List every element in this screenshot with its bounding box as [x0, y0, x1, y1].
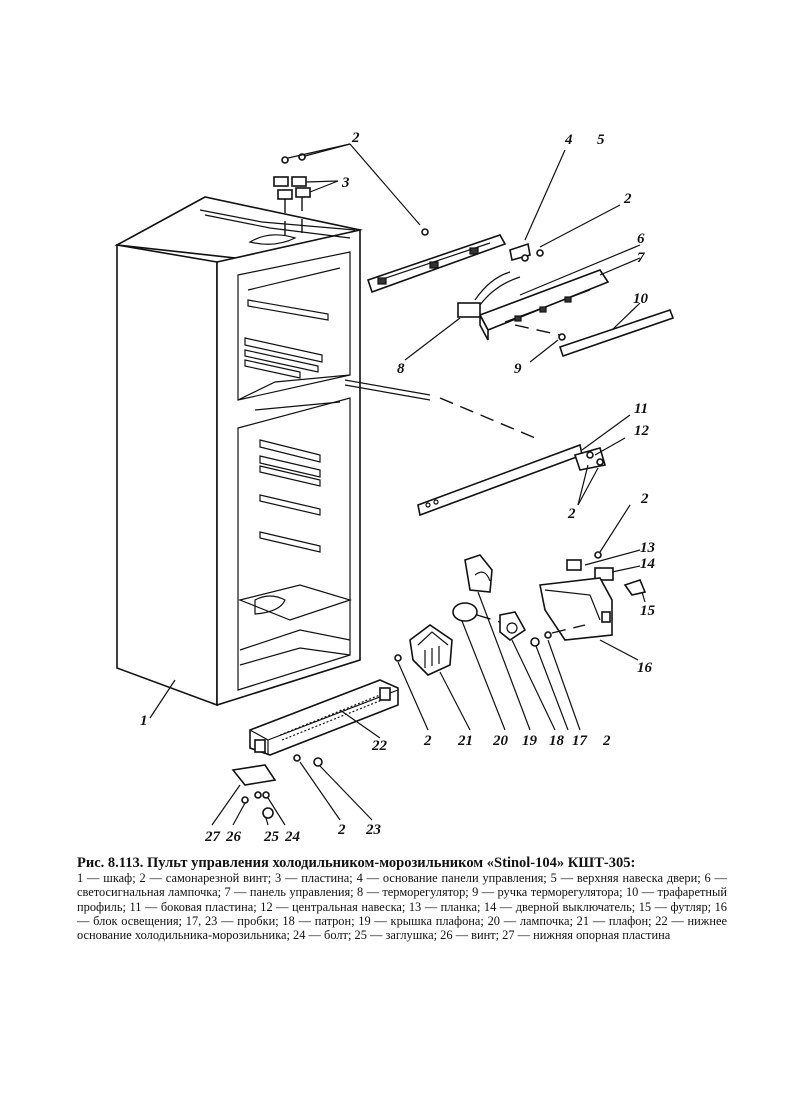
- label-2: 2: [623, 191, 632, 207]
- bottom-base-parts: [211, 679, 399, 826]
- label-2: 2: [351, 130, 360, 146]
- lighting-unit-parts: [394, 504, 647, 731]
- label-14: 14: [640, 556, 656, 572]
- caption-title: Рис. 8.113. Пульт управления холодильник…: [77, 855, 636, 871]
- label-18: 18: [549, 733, 565, 749]
- label-15: 15: [640, 603, 656, 619]
- label-13: 13: [640, 540, 656, 556]
- label-2: 2: [337, 822, 346, 838]
- top-hinge-parts: [273, 143, 421, 240]
- exploded-diagram: 1 2 3 4 5 2 6 7 10 8 9 11 12 2 2 13 14 1…: [114, 130, 675, 845]
- label-12: 12: [634, 423, 650, 439]
- cabinet-part-1: [114, 196, 363, 707]
- control-panel-parts: [366, 149, 675, 363]
- label-3: 3: [341, 175, 350, 191]
- figure-caption: Рис. 8.113. Пульт управления холодильник…: [77, 856, 727, 942]
- label-6: 6: [637, 231, 645, 247]
- caption-legend: 1 — шкаф; 2 — самонарезной винт; 3 — пла…: [77, 871, 727, 943]
- label-19: 19: [522, 733, 538, 749]
- label-10: 10: [633, 291, 649, 307]
- label-26: 26: [225, 829, 242, 845]
- label-23: 23: [365, 822, 382, 838]
- label-1: 1: [140, 713, 148, 729]
- label-8: 8: [397, 361, 405, 377]
- label-2: 2: [567, 506, 576, 522]
- label-2: 2: [640, 491, 649, 507]
- label-25: 25: [263, 829, 280, 845]
- label-5: 5: [597, 132, 605, 148]
- label-2: 2: [423, 733, 432, 749]
- label-4: 4: [564, 132, 573, 148]
- side-plate-parts: [344, 379, 631, 517]
- label-7: 7: [637, 250, 645, 266]
- label-27: 27: [204, 829, 221, 845]
- label-16: 16: [637, 660, 653, 676]
- label-22: 22: [371, 738, 388, 754]
- label-2: 2: [602, 733, 611, 749]
- label-9: 9: [514, 361, 522, 377]
- part-labels: 1 2 3 4 5 2 6 7 10 8 9 11 12 2 2 13 14 1…: [140, 130, 656, 845]
- label-17: 17: [572, 733, 588, 749]
- label-21: 21: [457, 733, 473, 749]
- label-11: 11: [634, 401, 648, 417]
- label-20: 20: [492, 733, 509, 749]
- label-24: 24: [284, 829, 301, 845]
